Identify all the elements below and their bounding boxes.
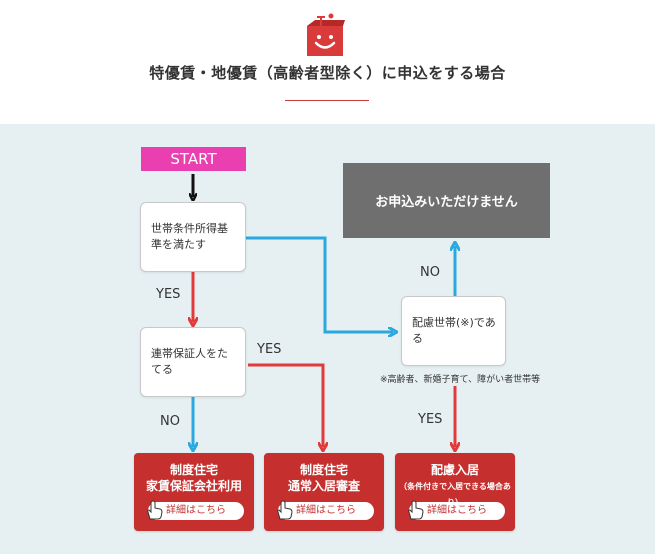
pointing-hand-icon	[147, 500, 163, 520]
label-no-consider: NO	[420, 265, 440, 280]
arrow-guarantor-yes	[248, 363, 323, 447]
node-considerate-household: 配慮世帯(※)である	[401, 296, 506, 366]
pointing-hand-icon	[408, 500, 424, 520]
start-label: START	[141, 147, 246, 171]
result-considerate-admission-button[interactable]: 配慮入居 （条件付きで入居できる場合あり） 詳細はこちら	[395, 453, 515, 531]
pointing-hand-icon	[277, 500, 293, 520]
footnote: ※高齢者、新婚子育て、障がい者世帯等	[380, 375, 541, 385]
title-underline	[285, 100, 369, 101]
arrow-income-no	[246, 236, 393, 332]
label-yes-consider: YES	[418, 412, 443, 427]
result-guarantee-company-button[interactable]: 制度住宅 家賃保証会社利用 詳細はこちら	[134, 453, 254, 531]
header: 特優賃・地優賃（高齢者型除く）に申込をする場合	[0, 0, 655, 124]
details-link[interactable]: 詳細はこちら	[409, 502, 505, 520]
label-no-guarantor: NO	[160, 414, 180, 429]
node-cannot-apply: お申込みいただけません	[343, 163, 550, 238]
label-yes-income: YES	[156, 287, 181, 302]
details-link[interactable]: 詳細はこちら	[278, 502, 374, 520]
node-guarantor: 連帯保証人をたてる	[140, 327, 246, 397]
page-title: 特優賃・地優賃（高齢者型除く）に申込をする場合	[149, 64, 506, 82]
result-standard-screening-button[interactable]: 制度住宅 通常入居審査 詳細はこちら	[264, 453, 384, 531]
node-income-criteria: 世帯条件所得基準を満たす	[140, 202, 246, 272]
logo-box-icon	[307, 13, 345, 56]
label-yes-guarantor: YES	[257, 342, 282, 357]
details-link[interactable]: 詳細はこちら	[148, 502, 244, 520]
